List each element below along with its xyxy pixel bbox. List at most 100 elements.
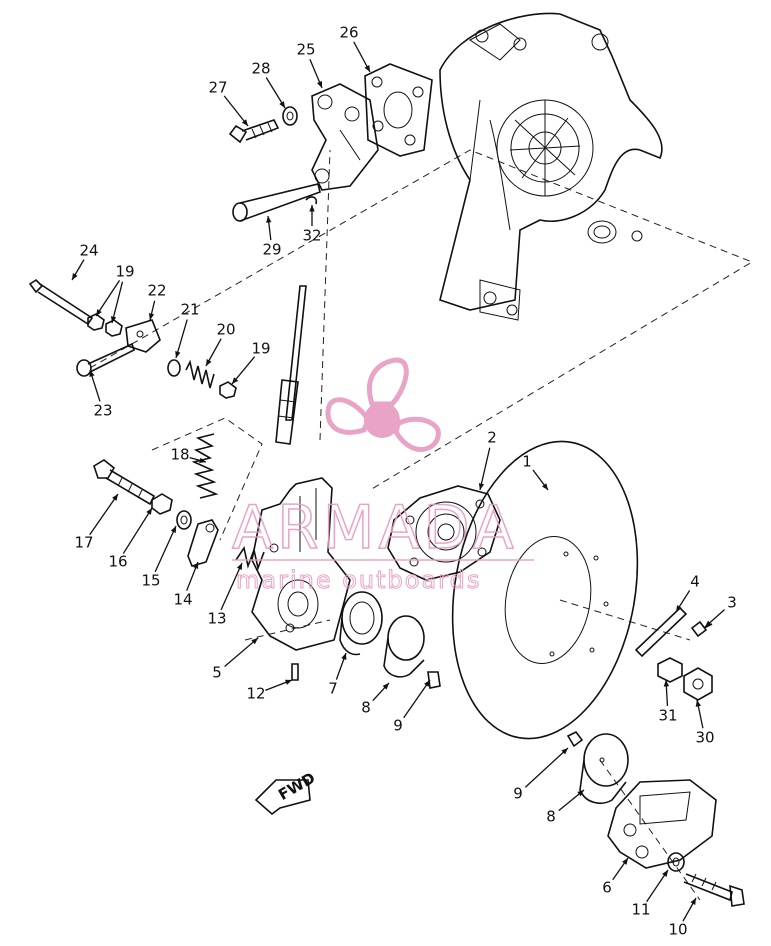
callout-label-c25: 25 — [296, 41, 315, 59]
callout-leader-c16 — [122, 507, 153, 554]
callout-label-c18: 18 — [170, 446, 189, 464]
gear-case-housing — [439, 12, 663, 321]
callout-arrowhead-c18 — [199, 457, 206, 463]
part-29-pin — [232, 183, 321, 222]
callout-label-c24: 24 — [79, 242, 98, 260]
fwd-label: FWD — [275, 769, 318, 804]
callout-arrowhead-c8 — [382, 683, 389, 690]
callout-leader-c17 — [89, 493, 119, 536]
part-20-spring — [185, 359, 215, 389]
watermark-brand: ARMADA — [232, 493, 518, 563]
callout-leader-c2 — [479, 447, 491, 491]
callout-label-c3: 3 — [727, 594, 737, 612]
part-16-nut — [151, 493, 173, 515]
callout-label-c15: 15 — [141, 572, 160, 590]
watermark: ARMADA marine outboards — [231, 357, 534, 595]
part-25-bracket — [311, 83, 379, 191]
callout-arrowhead-c29 — [266, 216, 272, 223]
part-11-washer — [667, 852, 685, 872]
callout-label-c27: 27 — [208, 79, 227, 97]
part-31-washer — [657, 657, 683, 683]
callout-leader-c5 — [224, 637, 259, 668]
watermark-tagline: marine outboards — [236, 566, 481, 594]
callout-layer: 1234567899810111213141516171819192021222… — [71, 24, 737, 939]
part-9b-screw — [566, 730, 584, 748]
control-rod — [275, 285, 307, 445]
propeller-logo-icon — [325, 357, 441, 452]
callout-label-c5: 5 — [212, 664, 222, 682]
callout-arrowhead-c13 — [236, 563, 242, 570]
callout-arrowhead-c7 — [341, 653, 347, 660]
part-7-cup — [339, 591, 383, 656]
part-22-plate — [125, 319, 161, 353]
callout-label-c10: 10 — [668, 921, 687, 939]
part-23-screw — [76, 342, 135, 377]
callout-arrowhead-c6 — [622, 858, 628, 865]
callout-label-c2: 2 — [487, 429, 497, 447]
callout-label-c32: 32 — [302, 227, 321, 245]
part-19-nut-a — [87, 313, 105, 331]
callout-arrowhead-c22 — [148, 313, 155, 320]
callout-arrowhead-c17 — [112, 494, 118, 501]
callout-label-c8: 8 — [361, 699, 371, 717]
callout-label-c31: 31 — [658, 707, 677, 725]
callout-label-c23: 23 — [93, 402, 112, 420]
part-24-long-bolt — [28, 278, 94, 326]
callout-arrowhead-c21 — [175, 351, 181, 358]
callout-label-c21: 21 — [180, 301, 199, 319]
callout-arrowhead-c3 — [705, 620, 712, 627]
part-21-washer — [167, 359, 181, 377]
callout-label-c4: 4 — [690, 573, 700, 591]
callout-arrowhead-c25 — [316, 81, 323, 88]
part-26-gasket-plate — [364, 63, 433, 157]
callout-arrowhead-c24 — [72, 273, 78, 280]
callout-arrowhead-c28 — [279, 101, 285, 108]
part-19-nut-b — [105, 319, 123, 337]
part-4-rod — [634, 606, 688, 658]
callout-arrowhead-c9b — [561, 748, 568, 755]
callout-arrowhead-c5 — [251, 638, 258, 645]
callout-arrowhead-c19b — [110, 316, 117, 323]
callout-arrowhead-c11 — [662, 870, 668, 877]
part-18-spring — [191, 433, 219, 499]
part-8b-puck — [579, 733, 629, 804]
part-17-bolt — [93, 459, 156, 506]
part-5-lever-housing — [251, 477, 351, 651]
callout-leader-c9b — [524, 747, 569, 788]
callout-arrowhead-c9 — [424, 680, 430, 687]
callout-label-c16: 16 — [108, 553, 127, 571]
callout-label-c7: 7 — [328, 680, 338, 698]
part-28-washer — [282, 106, 298, 126]
callout-arrowhead-c1 — [541, 483, 548, 490]
callout-arrowhead-c20 — [206, 359, 212, 366]
callout-label-c9b: 9 — [513, 785, 523, 803]
callout-leader-c19b — [111, 281, 124, 324]
part-14-link — [187, 519, 219, 567]
part-13-spring — [235, 545, 265, 571]
callout-label-c28: 28 — [251, 60, 270, 78]
callout-arrowhead-c10 — [690, 898, 696, 905]
callout-arrowhead-c27 — [241, 119, 248, 126]
callout-label-c12: 12 — [246, 685, 265, 703]
callout-arrowhead-c32 — [309, 205, 315, 212]
part-32-clip — [305, 196, 318, 205]
fwd-arrow-icon: FWD — [254, 769, 318, 816]
callout-label-c30: 30 — [695, 729, 714, 747]
callout-label-c14: 14 — [173, 591, 192, 609]
part-19-nut-c — [219, 381, 237, 399]
callout-label-c26: 26 — [339, 24, 358, 42]
callout-arrowhead-c14 — [193, 562, 199, 569]
part-6-caliper-block — [607, 779, 717, 869]
callout-arrowhead-c19c — [232, 377, 239, 384]
callout-label-c19c: 19 — [251, 340, 270, 358]
part-30-nut — [683, 667, 713, 701]
part-12-pin — [291, 663, 299, 681]
callout-arrowhead-c8b — [577, 790, 584, 797]
callout-leader-c9 — [403, 679, 431, 719]
callout-label-c17: 17 — [74, 534, 93, 552]
part-1-brake-disc — [451, 440, 639, 740]
callout-leader-c21 — [175, 319, 188, 359]
callout-label-c19: 19 — [115, 263, 134, 281]
callout-leader-c13 — [220, 562, 243, 611]
